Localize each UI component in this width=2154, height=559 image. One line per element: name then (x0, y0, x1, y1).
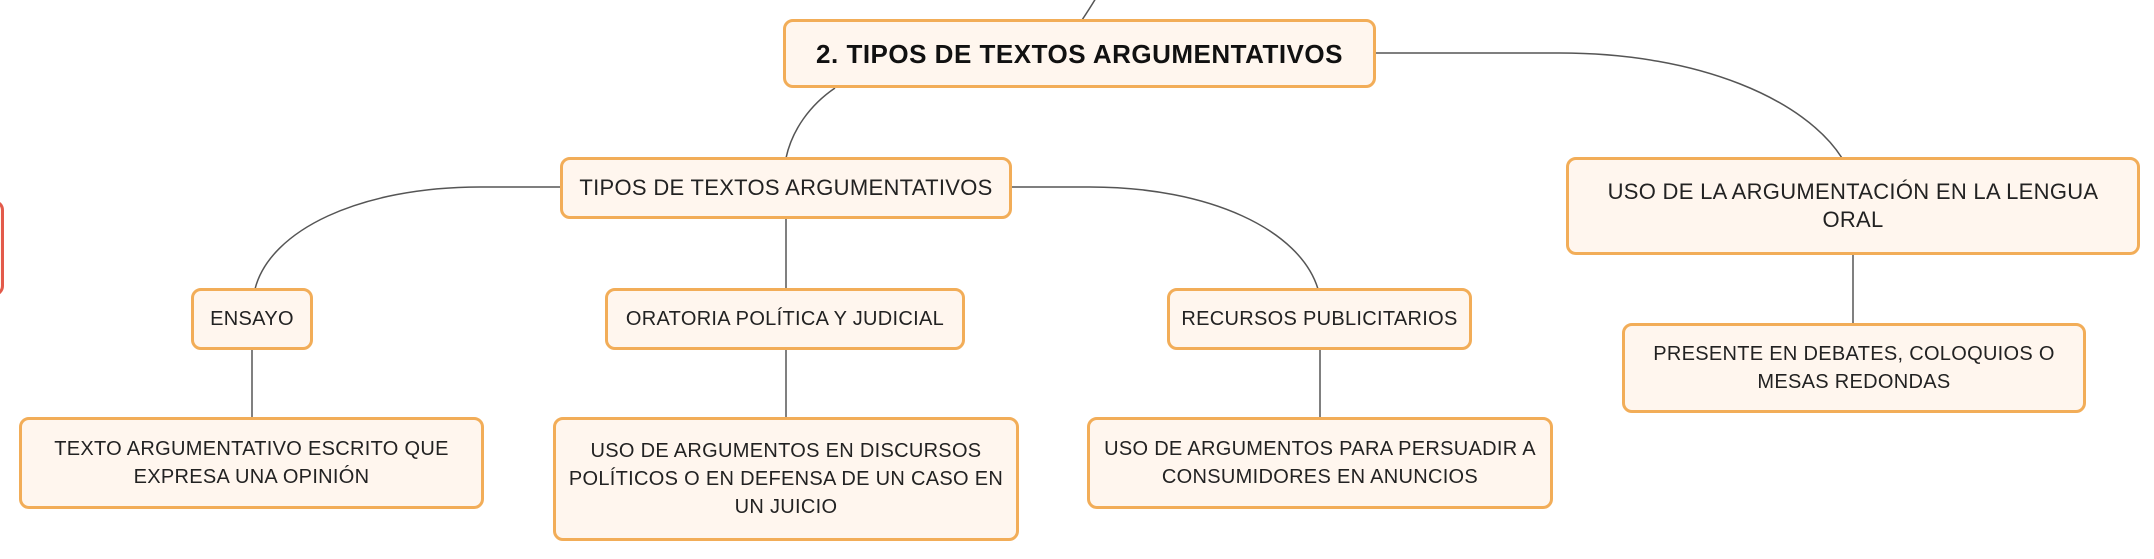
oral-detail-node[interactable]: PRESENTE EN DEBATES, COLOQUIOS O MESAS R… (1622, 323, 2086, 413)
root-topic-node[interactable]: 2. TIPOS DE TEXTOS ARGUMENTATIVOS (783, 19, 1376, 88)
recursos-node[interactable]: RECURSOS PUBLICITARIOS (1167, 288, 1472, 350)
connector-root-to-types (785, 87, 836, 159)
oral-topic-node[interactable]: USO DE LA ARGUMENTACIÓN EN LA LENGUA ORA… (1566, 157, 2140, 255)
root-topic-label: 2. TIPOS DE TEXTOS ARGUMENTATIVOS (816, 38, 1343, 69)
oratoria-detail-label: USO DE ARGUMENTOS EN DISCURSOS POLÍTICOS… (568, 440, 1004, 518)
connector-types-to-ensayo (254, 186, 560, 290)
oral-topic-label: USO DE LA ARGUMENTACIÓN EN LA LENGUA ORA… (1607, 179, 2099, 232)
connector-root-to-oral (1373, 52, 1843, 159)
oral-detail-label: PRESENTE EN DEBATES, COLOQUIOS O MESAS R… (1653, 343, 2055, 393)
oratoria-node[interactable]: ORATORIA POLÍTICA Y JUDICIAL (605, 288, 965, 350)
oratoria-label: ORATORIA POLÍTICA Y JUDICIAL (625, 308, 945, 330)
connector-types-to-recursos (1010, 186, 1319, 290)
recursos-detail-label: USO DE ARGUMENTOS PARA PERSUADIR A CONSU… (1104, 438, 1536, 488)
offscreen-node-edge[interactable] (0, 200, 4, 296)
ensayo-detail-label: TEXTO ARGUMENTATIVO ESCRITO QUE EXPRESA … (54, 438, 449, 488)
oratoria-detail-node[interactable]: USO DE ARGUMENTOS EN DISCURSOS POLÍTICOS… (553, 417, 1019, 541)
types-topic-node[interactable]: TIPOS DE TEXTOS ARGUMENTATIVOS (560, 157, 1012, 219)
ensayo-label: ENSAYO (210, 308, 294, 330)
ensayo-detail-node[interactable]: TEXTO ARGUMENTATIVO ESCRITO QUE EXPRESA … (19, 417, 484, 509)
ensayo-node[interactable]: ENSAYO (191, 288, 313, 350)
recursos-label: RECURSOS PUBLICITARIOS (1181, 308, 1458, 330)
types-topic-label: TIPOS DE TEXTOS ARGUMENTATIVOS (579, 175, 993, 200)
connector-to-root-from-above (1081, 0, 1096, 21)
recursos-detail-node[interactable]: USO DE ARGUMENTOS PARA PERSUADIR A CONSU… (1087, 417, 1553, 509)
